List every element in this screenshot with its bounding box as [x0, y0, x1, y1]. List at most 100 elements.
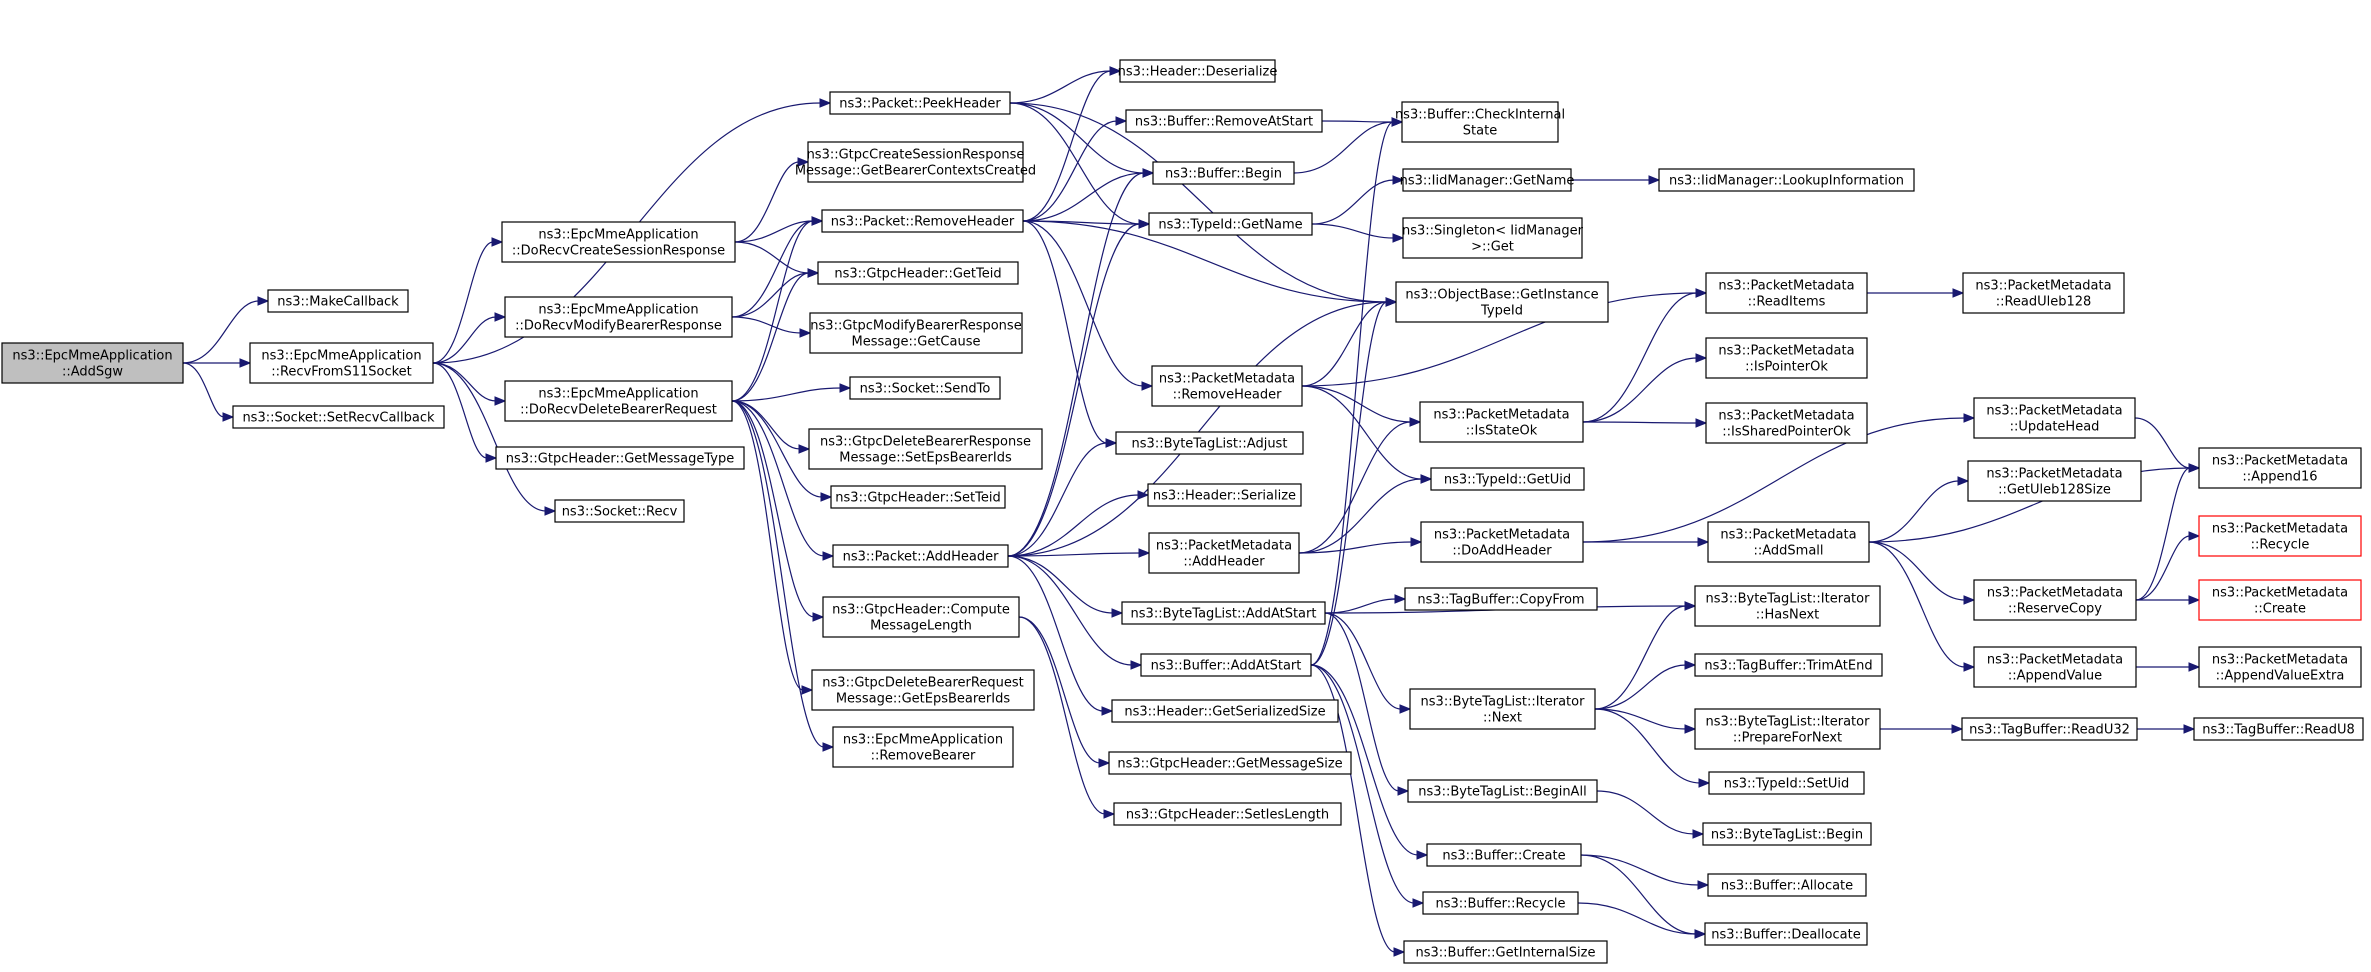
node-beginall[interactable]: ns3::ByteTagList::BeginAll: [1407, 779, 1598, 803]
node-root[interactable]: ns3::EpcMmeApplication::AddSgw: [1, 342, 184, 384]
node-setuid[interactable]: ns3::TypeId::SetUid: [1708, 771, 1865, 795]
node-getteid[interactable]: ns3::GtpcHeader::GetTeid: [817, 261, 1019, 285]
edge-line: [734, 161, 800, 243]
arrowhead-icon: [1420, 474, 1433, 484]
node-bufdealloc[interactable]: ns3::Buffer::Deallocate: [1704, 922, 1868, 946]
node-ispointerok[interactable]: ns3::PacketMetadata::IsPointerOk: [1705, 337, 1868, 379]
node-addsmall[interactable]: ns3::PacketMetadata::AddSmall: [1707, 521, 1870, 563]
node-readu32[interactable]: ns3::TagBuffer::ReadU32: [1961, 717, 2138, 741]
node-addhdr[interactable]: ns3::Packet::AddHeader: [832, 544, 1009, 568]
node-label: ns3::PacketMetadata: [1718, 409, 1854, 424]
call-edge: [1298, 417, 1422, 554]
node-getuleb[interactable]: ns3::PacketMetadata::GetUleb128Size: [1967, 460, 2142, 502]
node-hdrdeser[interactable]: ns3::Header::Deserialize: [1118, 59, 1278, 83]
node-bufintsize[interactable]: ns3::Buffer::GetInternalSize: [1403, 940, 1608, 964]
node-getmsgtype[interactable]: ns3::GtpcHeader::GetMessageType: [495, 446, 745, 470]
node-setrecvcb[interactable]: ns3::Socket::SetRecvCallback: [232, 405, 445, 429]
node-sendto[interactable]: ns3::Socket::SendTo: [849, 376, 1001, 400]
call-edge: [182, 358, 252, 368]
node-pmremovehdr[interactable]: ns3::PacketMetadata::RemoveHeader: [1151, 365, 1303, 407]
node-createresp[interactable]: ns3::EpcMmeApplication::DoRecvCreateSess…: [501, 221, 736, 263]
node-seteps[interactable]: ns3::GtpcDeleteBearerResponseMessage::Se…: [808, 428, 1043, 470]
node-gtpcmsgsize[interactable]: ns3::GtpcHeader::GetMessageSize: [1108, 751, 1352, 775]
node-getcause[interactable]: ns3::GtpcModifyBearerResponseMessage::Ge…: [809, 312, 1023, 354]
node-typegetuid[interactable]: ns3::TypeId::GetUid: [1430, 467, 1585, 491]
arrowhead-icon: [1951, 724, 1964, 734]
node-updatehead[interactable]: ns3::PacketMetadata::UpdateHead: [1973, 397, 2136, 439]
edge-line: [1310, 664, 1415, 904]
call-edge: [1311, 175, 1405, 225]
node-getbearerctx[interactable]: ns3::GtpcCreateSessionResponseMessage::G…: [795, 141, 1036, 183]
edge-line: [731, 400, 825, 557]
edge-line: [1018, 616, 1106, 815]
edge-line: [1301, 301, 1388, 387]
node-issharedok[interactable]: ns3::PacketMetadata::IsSharedPointerOk: [1705, 402, 1868, 444]
call-edge: [2135, 531, 2201, 601]
node-trimatend[interactable]: ns3::TagBuffer::TrimAtEnd: [1694, 653, 1883, 677]
node-label: ns3::ByteTagList::Iterator: [1706, 592, 1871, 607]
node-singleton[interactable]: ns3::Singleton< IidManager>::Get: [1402, 217, 1584, 259]
node-readu8[interactable]: ns3::TagBuffer::ReadU8: [2193, 717, 2364, 741]
node-iidlookup[interactable]: ns3::IidManager::LookupInformation: [1658, 168, 1915, 192]
node-peekhdr[interactable]: ns3::Packet::PeekHeader: [829, 91, 1011, 115]
edge-line: [1007, 552, 1141, 557]
call-edge: [432, 362, 557, 516]
call-edge: [734, 216, 824, 243]
node-itnext[interactable]: ns3::ByteTagList::Iterator::Next: [1409, 688, 1596, 730]
node-readitems[interactable]: ns3::PacketMetadata::ReadItems: [1705, 272, 1868, 314]
node-box: [1125, 109, 1323, 133]
node-pmrecycle[interactable]: ns3::PacketMetadata::Recycle: [2198, 515, 2362, 557]
node-hdrgetsize[interactable]: ns3::Header::GetSerializedSize: [1111, 699, 1339, 723]
node-appendextra[interactable]: ns3::PacketMetadata::AppendValueExtra: [2198, 646, 2362, 688]
call-edge: [1007, 168, 1155, 557]
node-bufalloc[interactable]: ns3::Buffer::Allocate: [1707, 873, 1867, 897]
node-typegetname[interactable]: ns3::TypeId::GetName: [1148, 212, 1313, 236]
node-recv11[interactable]: ns3::EpcMmeApplication::RecvFromS11Socke…: [249, 342, 434, 384]
edge-line: [1324, 612, 1402, 710]
call-edge: [731, 268, 820, 318]
node-hasnext[interactable]: ns3::ByteTagList::Iterator::HasNext: [1694, 585, 1881, 627]
node-bufaddstart[interactable]: ns3::Buffer::AddAtStart: [1140, 653, 1312, 677]
node-bufrecycle[interactable]: ns3::Buffer::Recycle: [1422, 891, 1579, 915]
arrowhead-icon: [2183, 724, 2196, 734]
node-appendvalue[interactable]: ns3::PacketMetadata::AppendValue: [1973, 646, 2137, 688]
node-tagcopy[interactable]: ns3::TagBuffer::CopyFrom: [1404, 587, 1598, 611]
call-edge: [182, 296, 270, 364]
node-bufcreate[interactable]: ns3::Buffer::Create: [1426, 843, 1582, 867]
node-sockrecv[interactable]: ns3::Socket::Recv: [554, 499, 685, 523]
node-isstateok[interactable]: ns3::PacketMetadata::IsStateOk: [1419, 401, 1584, 443]
node-reservecopy[interactable]: ns3::PacketMetadata::ReserveCopy: [1973, 579, 2137, 621]
node-geteps[interactable]: ns3::GtpcDeleteBearerRequestMessage::Get…: [811, 669, 1035, 711]
arrowhead-icon: [1648, 175, 1661, 185]
node-modifyresp[interactable]: ns3::EpcMmeApplication::DoRecvModifyBear…: [504, 296, 733, 338]
node-btlbegin[interactable]: ns3::ByteTagList::Begin: [1702, 822, 1872, 846]
node-preparenext[interactable]: ns3::ByteTagList::Iterator::PrepareForNe…: [1694, 708, 1881, 750]
edge-line: [731, 400, 815, 618]
edge-line: [731, 220, 814, 402]
node-makecb[interactable]: ns3::MakeCallback: [267, 289, 409, 313]
node-removebearer[interactable]: ns3::EpcMmeApplication::RemoveBearer: [832, 726, 1014, 768]
edge-line: [731, 220, 814, 318]
node-append16[interactable]: ns3::PacketMetadata::Append16: [2198, 447, 2362, 489]
node-hdrser[interactable]: ns3::Header::Serialize: [1147, 483, 1302, 507]
node-setteid[interactable]: ns3::GtpcHeader::SetTeid: [830, 485, 1006, 509]
node-readuleb[interactable]: ns3::PacketMetadata::ReadUleb128: [1962, 272, 2125, 314]
edge-line: [1580, 854, 1697, 935]
node-removehdr[interactable]: ns3::Packet::RemoveHeader: [821, 209, 1024, 233]
node-btladdstart[interactable]: ns3::ByteTagList::AddAtStart: [1121, 601, 1326, 625]
call-edge: [1577, 902, 1707, 939]
call-edge: [1022, 168, 1155, 222]
node-pmaddhdr[interactable]: ns3::PacketMetadata::AddHeader: [1148, 532, 1300, 574]
node-delreq[interactable]: ns3::EpcMmeApplication::DoRecvDeleteBear…: [504, 380, 733, 422]
node-bufbegin[interactable]: ns3::Buffer::Begin: [1152, 161, 1295, 185]
node-iidgetname[interactable]: ns3::IidManager::GetName: [1400, 168, 1575, 192]
node-bufremove[interactable]: ns3::Buffer::RemoveAtStart: [1125, 109, 1323, 133]
node-pmcreate[interactable]: ns3::PacketMetadata::Create: [2198, 579, 2362, 621]
arrowhead-icon: [491, 237, 504, 247]
node-setieslen[interactable]: ns3::GtpcHeader::SetIesLength: [1113, 802, 1342, 826]
node-doaddhdr[interactable]: ns3::PacketMetadata::DoAddHeader: [1420, 521, 1584, 563]
node-btladjust[interactable]: ns3::ByteTagList::Adjust: [1115, 431, 1304, 455]
